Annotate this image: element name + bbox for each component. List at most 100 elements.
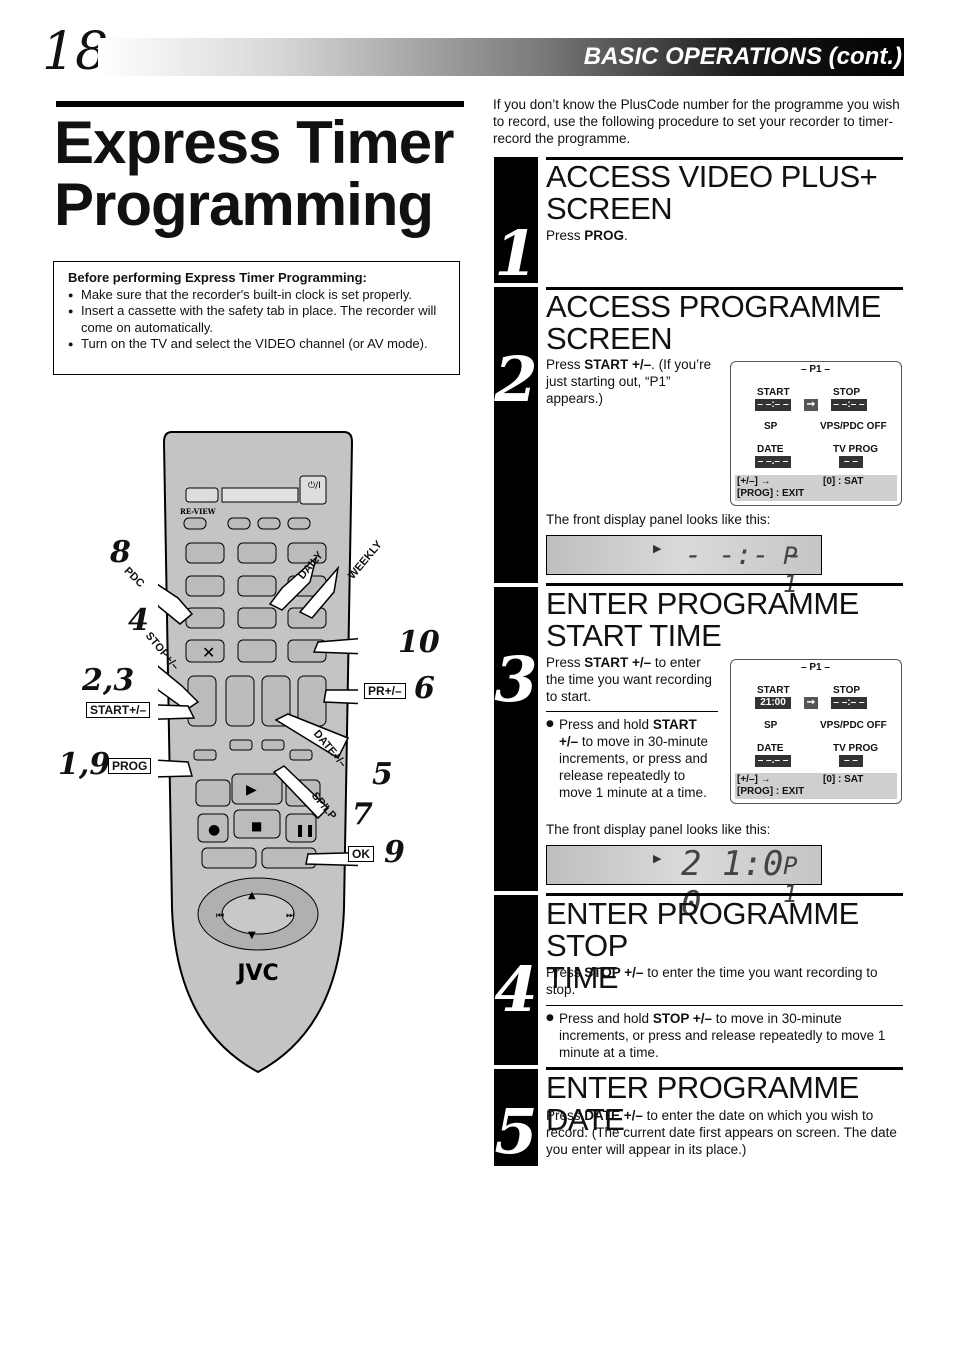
page-number: 18 <box>42 22 109 82</box>
osd-prog-label: – P1 – <box>801 662 830 673</box>
osd-sp-label: SP <box>764 720 778 731</box>
callout-10: 10 <box>398 625 440 660</box>
callout-1-9: 1,9 <box>58 747 111 782</box>
svg-text:⏮: ⏮ <box>216 911 224 921</box>
callout-2-3: 2,3 <box>82 663 135 698</box>
bullet-icon: ● <box>546 719 554 729</box>
osd-vps-label: VPS/PDC OFF <box>820 720 887 731</box>
step-4-heading-line1: ENTER PROGRAMME STOP <box>546 896 859 963</box>
step-4-rule <box>546 893 903 896</box>
osd-tvprog-label: TV PROG <box>833 444 879 455</box>
callout-6: 6 <box>414 671 435 706</box>
prerequisite-item: Turn on the TV and select the VIDEO chan… <box>68 336 449 353</box>
osd-tvprog-value: – – <box>839 456 863 468</box>
svg-text:❚❚: ❚❚ <box>295 823 315 837</box>
step-2-text: Press START +/–. (If you’re just startin… <box>546 357 712 406</box>
osd-sp-label: SP <box>764 421 778 432</box>
front-display-panel-blank: ▶ - -:- - P 1 <box>546 535 822 598</box>
step-3-bar: 3 <box>494 587 538 891</box>
step-1-heading-line1: ACCESS VIDEO PLUS+ <box>546 159 878 194</box>
step-4-heading: ENTER PROGRAMME STOP TIME <box>546 898 906 994</box>
osd-date-value: – –.– – <box>755 755 791 767</box>
step-3-heading-line1: ENTER PROGRAMME <box>546 586 859 621</box>
tag-start: START+/– <box>86 702 151 718</box>
step-number: 5 <box>494 1095 538 1168</box>
prerequisite-item: Insert a cassette with the safety tab in… <box>68 303 449 336</box>
step-4-bar: 4 <box>494 895 538 1065</box>
page-title-line2: Programming <box>54 171 434 238</box>
prerequisites-title: Before performing Express Timer Programm… <box>68 270 367 285</box>
tag-prog: PROG <box>108 758 152 774</box>
tag-pr: PR+/– <box>364 683 406 699</box>
page-title-line1: Express Timer <box>54 109 454 176</box>
svg-text:▼: ▼ <box>248 930 256 941</box>
step-2-heading: ACCESS PROGRAMME SCREEN <box>546 291 906 355</box>
step-4-divider <box>546 1005 903 1006</box>
step-4-text: Press STOP +/– to enter the time you wan… <box>546 965 878 997</box>
step-3-panel-caption: The front display panel looks like this: <box>546 822 771 837</box>
osd-stop-value: – –:– – <box>831 399 867 411</box>
step-1-rule <box>546 157 903 160</box>
header-bar <box>98 38 904 76</box>
osd-screen-p1-start: – P1 – START 21:00 ➞ STOP – –:– – SP VPS… <box>730 659 902 804</box>
step-5-rule <box>546 1067 903 1070</box>
svg-text:⏻/I: ⏻/I <box>308 480 321 491</box>
step-number: 2 <box>494 343 538 416</box>
osd-stop-label: STOP <box>833 387 861 398</box>
step-2-heading-line2: SCREEN <box>546 321 673 356</box>
osd-start-label: START <box>757 685 790 696</box>
svg-text:✕: ✕ <box>202 643 215 662</box>
label-pdc: PDC <box>121 565 147 590</box>
osd-start-label: START <box>757 387 790 398</box>
step-2-rule <box>546 287 903 290</box>
osd-footer: [+/–] → [0] : SAT [PROG] : EXIT <box>735 773 897 799</box>
svg-text:■: ■ <box>251 819 262 833</box>
step-2-heading-line1: ACCESS PROGRAMME <box>546 289 881 324</box>
callout-8: 8 <box>110 535 131 570</box>
osd-start-value: – –:– – <box>755 399 791 411</box>
title-rule <box>56 101 464 107</box>
step-5-text: Press DATE +/– to enter the date on whic… <box>546 1108 897 1157</box>
panel-time: - -:- - <box>685 538 804 571</box>
step-1-text: Press PROG. <box>546 228 628 243</box>
osd-tvprog-label: TV PROG <box>833 743 879 754</box>
step-number: 3 <box>494 643 538 716</box>
section-label: BASIC OPERATIONS (cont.) <box>583 43 902 70</box>
arrow-right-icon: ➞ <box>804 399 818 411</box>
osd-stop-value: – –:– – <box>831 697 867 709</box>
prerequisite-item: Make sure that the recorder's built-in c… <box>68 287 449 304</box>
step-2-bar: 2 <box>494 287 538 583</box>
play-indicator-icon: ▶ <box>653 852 662 865</box>
step-1-heading: ACCESS VIDEO PLUS+ SCREEN <box>546 161 906 225</box>
step-5-heading: ENTER PROGRAMME DATE <box>546 1072 906 1136</box>
step-5-heading-line1: ENTER PROGRAMME DATE <box>546 1070 859 1137</box>
step-5-bar: 5 <box>494 1069 538 1166</box>
step-3-heading: ENTER PROGRAMME START TIME <box>546 588 906 652</box>
svg-text:⏭: ⏭ <box>286 911 294 921</box>
osd-start-value: 21:00 <box>755 697 791 709</box>
intro-text: If you don’t know the PlusCode number fo… <box>493 97 900 146</box>
step-3-text: Press START +/– to enter the time you wa… <box>546 655 712 704</box>
step-3-bullet: Press and hold START +/– to move in 30-m… <box>559 717 708 800</box>
bullet-icon: ● <box>546 1013 554 1023</box>
osd-screen-p1-blank: – P1 – START – –:– – ➞ STOP – –:– – SP V… <box>730 361 902 506</box>
front-display-panel-start: ▶ 2 1:0 0 P 1 <box>546 844 822 924</box>
arrow-right-icon: ➞ <box>804 697 818 709</box>
svg-text:▲: ▲ <box>248 890 256 901</box>
osd-footer: [+/–] → [0] : SAT [PROG] : EXIT <box>735 475 897 501</box>
step-number: 4 <box>494 953 538 1026</box>
callout-9: 9 <box>384 835 405 870</box>
svg-text:●: ● <box>208 822 220 838</box>
osd-vps-label: VPS/PDC OFF <box>820 421 887 432</box>
step-4-heading-line2: TIME <box>546 960 619 995</box>
step-3-heading-line2: START TIME <box>546 618 722 653</box>
prerequisites-box: Before performing Express Timer Programm… <box>53 261 460 375</box>
osd-date-label: DATE <box>757 743 784 754</box>
step-1-heading-line2: SCREEN <box>546 191 673 226</box>
review-label: RE-VIEW <box>180 507 216 516</box>
osd-stop-label: STOP <box>833 685 861 696</box>
step-3-divider <box>546 711 718 712</box>
osd-tvprog-value: – – <box>839 755 863 767</box>
callout-4: 4 <box>128 603 149 638</box>
step-4-bullet: Press and hold STOP +/– to move in 30-mi… <box>559 1011 886 1060</box>
